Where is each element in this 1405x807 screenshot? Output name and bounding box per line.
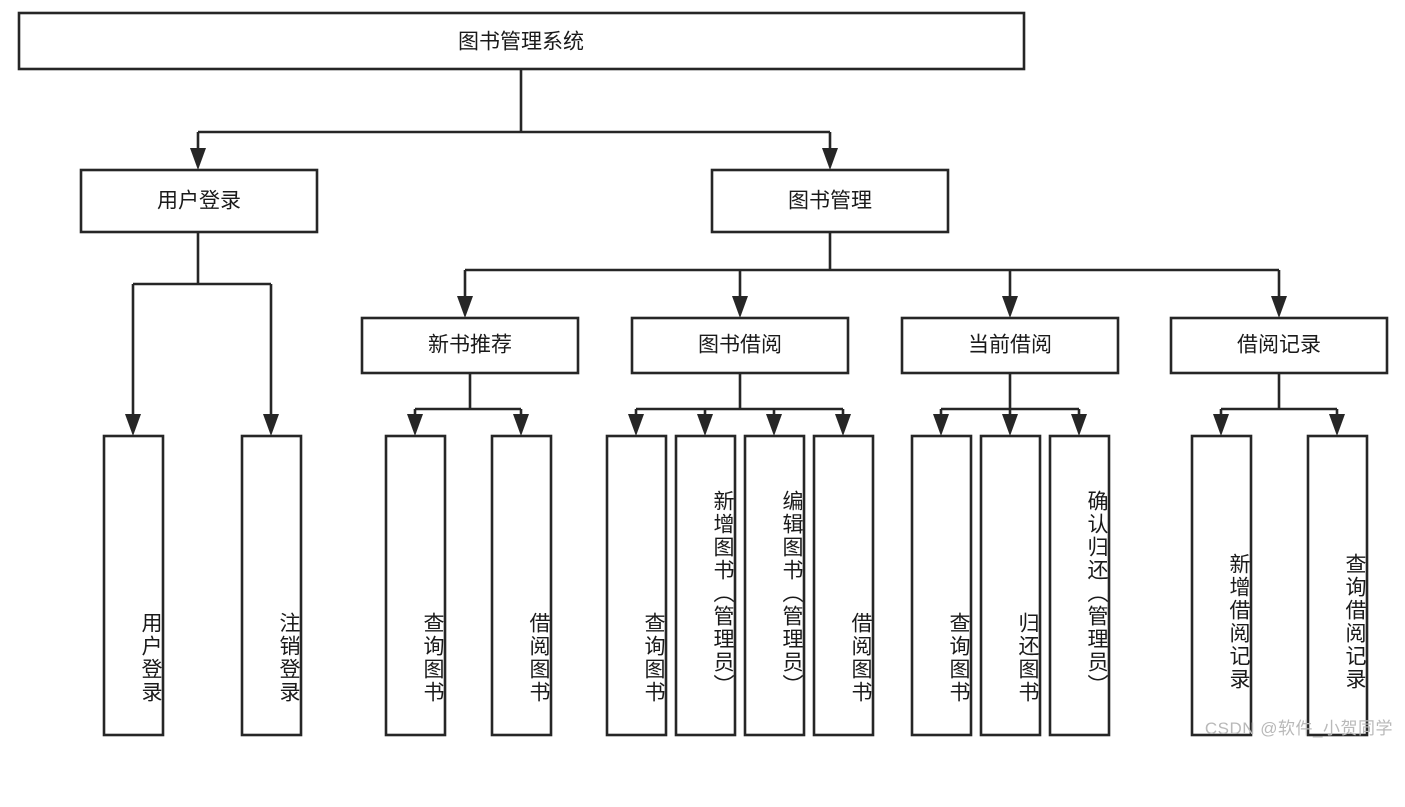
arrow-leaf-new-book-1	[407, 414, 423, 436]
diagram-canvas: 图书管理系统 用户登录 图书管理 新书推荐 图书借阅 当前借阅 借阅记录 用户登…	[17, 11, 1393, 738]
leaf-new-book-0[interactable]	[384, 434, 447, 737]
arrow-to-user-login	[190, 148, 206, 170]
node-box-group	[17, 11, 1389, 737]
leaf-borrow-record-0[interactable]	[1190, 434, 1253, 737]
arrow-leaf-user-login-1	[125, 414, 141, 436]
arrow-to-new-book	[457, 296, 473, 318]
node-borrow-record[interactable]	[1169, 316, 1389, 375]
node-current-borrow-label: 当前借阅	[968, 334, 1052, 357]
node-book-borrow-label: 图书借阅	[698, 334, 782, 357]
arrow-leaf-book-borrow-3	[766, 414, 782, 436]
connector-group	[125, 69, 1345, 436]
node-book-manage[interactable]	[710, 168, 950, 234]
arrow-to-current-borrow	[1002, 296, 1018, 318]
diagram-svg: 图书管理系统 用户登录 图书管理 新书推荐 图书借阅 当前借阅 借阅记录	[17, 11, 1389, 737]
node-user-login[interactable]	[79, 168, 319, 234]
leaf-book-borrow-1[interactable]	[674, 434, 737, 737]
node-new-book-recommend-label: 新书推荐	[428, 334, 512, 357]
leaf-borrow-record-1[interactable]	[1306, 434, 1369, 737]
leaf-user-login-1[interactable]	[240, 434, 303, 737]
node-root-label: 图书管理系统	[458, 31, 584, 54]
leaf-current-borrow-2[interactable]	[1048, 434, 1111, 737]
leaf-book-borrow-3[interactable]	[812, 434, 875, 737]
node-book-borrow[interactable]	[630, 316, 850, 375]
arrow-leaf-borrow-record-1	[1213, 414, 1229, 436]
arrow-leaf-book-borrow-2	[697, 414, 713, 436]
arrow-leaf-new-book-2	[513, 414, 529, 436]
arrow-to-borrow-record	[1271, 296, 1287, 318]
node-user-login-label: 用户登录	[157, 190, 241, 213]
node-new-book-recommend[interactable]	[360, 316, 580, 375]
node-root[interactable]	[17, 11, 1026, 71]
arrow-leaf-user-login-2	[263, 414, 279, 436]
horizontal-label-group: 图书管理系统 用户登录 图书管理 新书推荐 图书借阅 当前借阅 借阅记录	[157, 31, 1321, 357]
leaf-current-borrow-1[interactable]	[979, 434, 1042, 737]
node-borrow-record-label: 借阅记录	[1237, 334, 1321, 357]
leaf-new-book-1[interactable]	[490, 434, 553, 737]
leaf-book-borrow-0[interactable]	[605, 434, 668, 737]
arrow-leaf-current-borrow-2	[1002, 414, 1018, 436]
arrow-leaf-book-borrow-1	[628, 414, 644, 436]
leaf-book-borrow-2[interactable]	[743, 434, 806, 737]
leaf-current-borrow-0[interactable]	[910, 434, 973, 737]
arrow-leaf-book-borrow-4	[835, 414, 851, 436]
node-current-borrow[interactable]	[900, 316, 1120, 375]
arrow-leaf-current-borrow-1	[933, 414, 949, 436]
node-book-manage-label: 图书管理	[788, 190, 872, 213]
arrow-leaf-borrow-record-2	[1329, 414, 1345, 436]
arrow-leaf-current-borrow-3	[1071, 414, 1087, 436]
arrow-to-book-borrow	[732, 296, 748, 318]
leaf-user-login-0[interactable]	[102, 434, 165, 737]
arrow-to-book-manage	[822, 148, 838, 170]
watermark-text: CSDN @软件_小贺同学	[1204, 719, 1393, 738]
